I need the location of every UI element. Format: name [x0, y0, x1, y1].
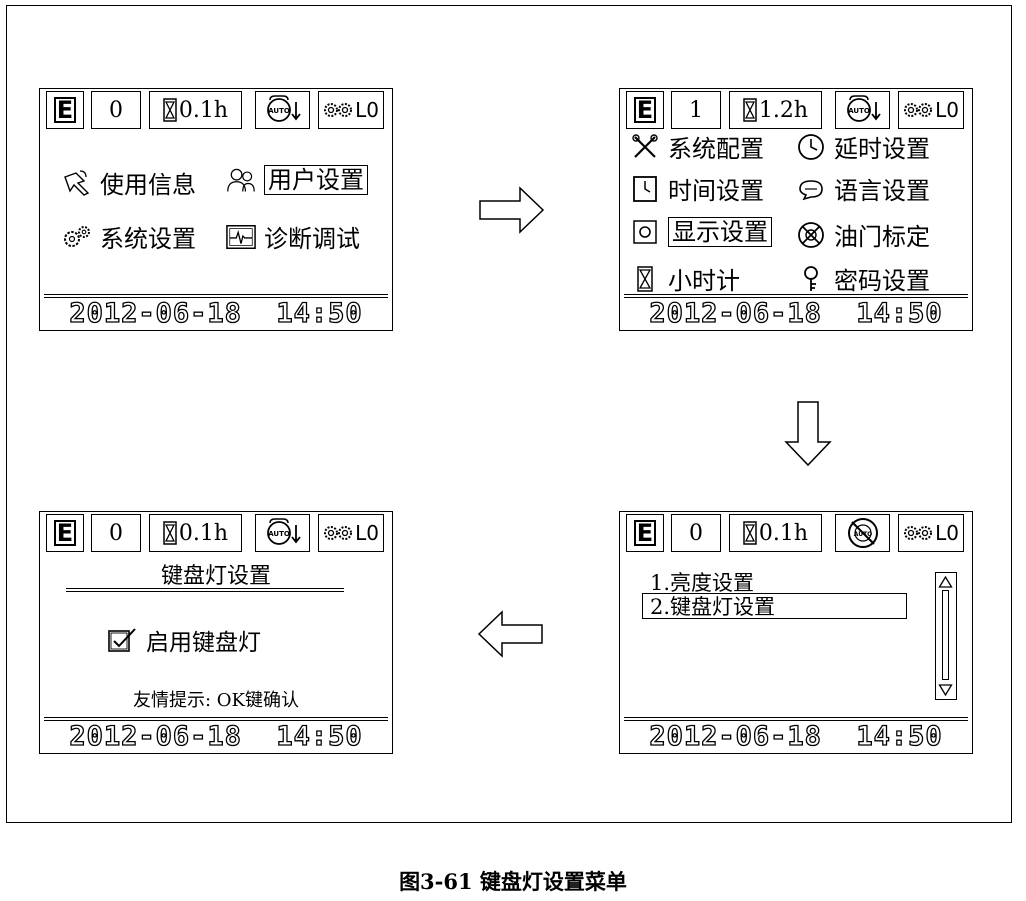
datetime-display: 2012-06-18 14:50 [649, 297, 943, 329]
hour-meter-indicator: 0.1h [149, 91, 242, 129]
auto-off-indicator: AUTO [835, 514, 890, 552]
figure-frame [6, 5, 1012, 823]
svg-text:AUTO: AUTO [268, 107, 290, 115]
hourglass-icon [743, 98, 757, 122]
mode-indicator: E [626, 514, 664, 552]
checkbox-checked-icon[interactable] [107, 627, 137, 653]
screen-display-settings-menu: E 0 0.1h AUTO L0 1.亮度设置 2.键盘灯设置 [619, 511, 973, 754]
menu-item-language-settings[interactable]: 语言设置 [796, 171, 930, 206]
divider [44, 717, 388, 721]
speech-bubble-icon [799, 179, 823, 200]
count-indicator: 0 [671, 514, 721, 552]
key-icon [804, 265, 818, 291]
gears-icon [64, 225, 90, 247]
hint-text: 友情提示: OK键确认 [133, 690, 299, 711]
auto-mode-indicator: AUTO [835, 91, 890, 129]
datetime-display: 2012-06-18 14:50 [69, 720, 363, 752]
enable-keyboard-light-checkbox[interactable]: 启用键盘灯 [106, 623, 261, 657]
list-item-keyboard-light[interactable]: 2.键盘灯设置 [642, 593, 907, 619]
menu-item-delay-settings[interactable]: 延时设置 [796, 129, 930, 164]
divider [624, 294, 968, 298]
list-item-brightness[interactable]: 1.亮度设置 [650, 571, 755, 595]
menu-item-system-config[interactable]: 系统配置 [630, 129, 764, 164]
menu-item-user-settings[interactable]: 用户设置 [226, 165, 368, 195]
svg-text:AUTO: AUTO [848, 107, 870, 115]
hour-meter-indicator: 1.2h [729, 91, 822, 129]
arrow-right-icon [479, 186, 545, 234]
arrow-left-icon [477, 610, 543, 658]
auto-engine-icon: AUTO [266, 518, 301, 545]
info-hand-icon [64, 169, 90, 196]
hour-meter-indicator: 0.1h [729, 514, 822, 552]
page-title: 键盘灯设置 [160, 564, 271, 589]
gears-icon [904, 526, 933, 540]
mode-indicator: E [46, 514, 84, 552]
clock-icon [798, 133, 824, 160]
divider [44, 294, 388, 298]
datetime-display: 2012-06-18 14:50 [649, 720, 943, 752]
menu-item-diagnostics[interactable]: 诊断调试 [226, 219, 360, 254]
waveform-icon [226, 224, 256, 249]
gear-level-indicator: L0 [898, 514, 964, 552]
gear-level-indicator: L0 [318, 514, 384, 552]
auto-mode-indicator: AUTO [255, 91, 310, 129]
count-indicator: 1 [671, 91, 721, 129]
count-indicator: 0 [91, 514, 141, 552]
throttle-icon [798, 221, 824, 248]
gears-icon [324, 526, 353, 540]
mode-indicator: E [626, 91, 664, 129]
svg-text:AUTO: AUTO [853, 531, 872, 538]
menu-item-time-settings[interactable]: 时间设置 [630, 171, 764, 206]
menu-item-throttle-calibration[interactable]: 油门标定 [796, 217, 930, 252]
auto-engine-icon: AUTO [266, 95, 301, 122]
hourglass-icon [163, 521, 177, 545]
menu-item-display-settings[interactable]: 显示设置 [630, 217, 772, 247]
mode-indicator: E [46, 91, 84, 129]
screen-user-settings-menu: E 1 1.2h AUTO L0 系统配置 延时设置 [619, 88, 973, 331]
screen-keyboard-light-settings: E 0 0.1h AUTO L0 键盘灯设置 启用键盘灯 友 [39, 511, 393, 754]
gear-level-indicator: L0 [898, 91, 964, 129]
screen-main-menu: E 0 0.1h AUTO L0 使用信息 用户设置 [39, 88, 393, 331]
hourglass-icon [743, 521, 757, 545]
menu-item-hour-meter[interactable]: 小时计 [630, 261, 740, 296]
display-icon [633, 220, 657, 244]
gears-icon [904, 103, 933, 117]
scrollbar[interactable] [935, 572, 957, 700]
menu-item-password-settings[interactable]: 密码设置 [796, 261, 930, 296]
tools-icon [632, 133, 658, 158]
hour-meter-indicator: 0.1h [149, 514, 242, 552]
divider [624, 717, 968, 721]
datetime-display: 2012-06-18 14:50 [69, 297, 363, 329]
auto-disabled-icon: AUTO [847, 518, 878, 548]
auto-engine-icon: AUTO [846, 95, 881, 122]
menu-item-system-settings[interactable]: 系统设置 [62, 219, 196, 254]
scroll-down-arrow-icon[interactable] [938, 683, 953, 697]
hourglass-icon [163, 98, 177, 122]
users-icon [227, 168, 255, 192]
svg-text:AUTO: AUTO [268, 530, 290, 538]
menu-item-usage-info[interactable]: 使用信息 [62, 165, 196, 200]
count-indicator: 0 [91, 91, 141, 129]
auto-mode-indicator: AUTO [255, 514, 310, 552]
arrow-down-icon [784, 401, 832, 467]
clock-box-icon [633, 175, 657, 202]
scroll-up-arrow-icon[interactable] [938, 575, 953, 589]
figure-caption: 图3-61 键盘灯设置菜单 [399, 869, 627, 894]
gears-icon [324, 103, 353, 117]
title-underline [66, 588, 344, 592]
gear-level-indicator: L0 [318, 91, 384, 129]
hourglass-icon [637, 265, 653, 292]
scrollbar-thumb[interactable] [942, 590, 949, 680]
